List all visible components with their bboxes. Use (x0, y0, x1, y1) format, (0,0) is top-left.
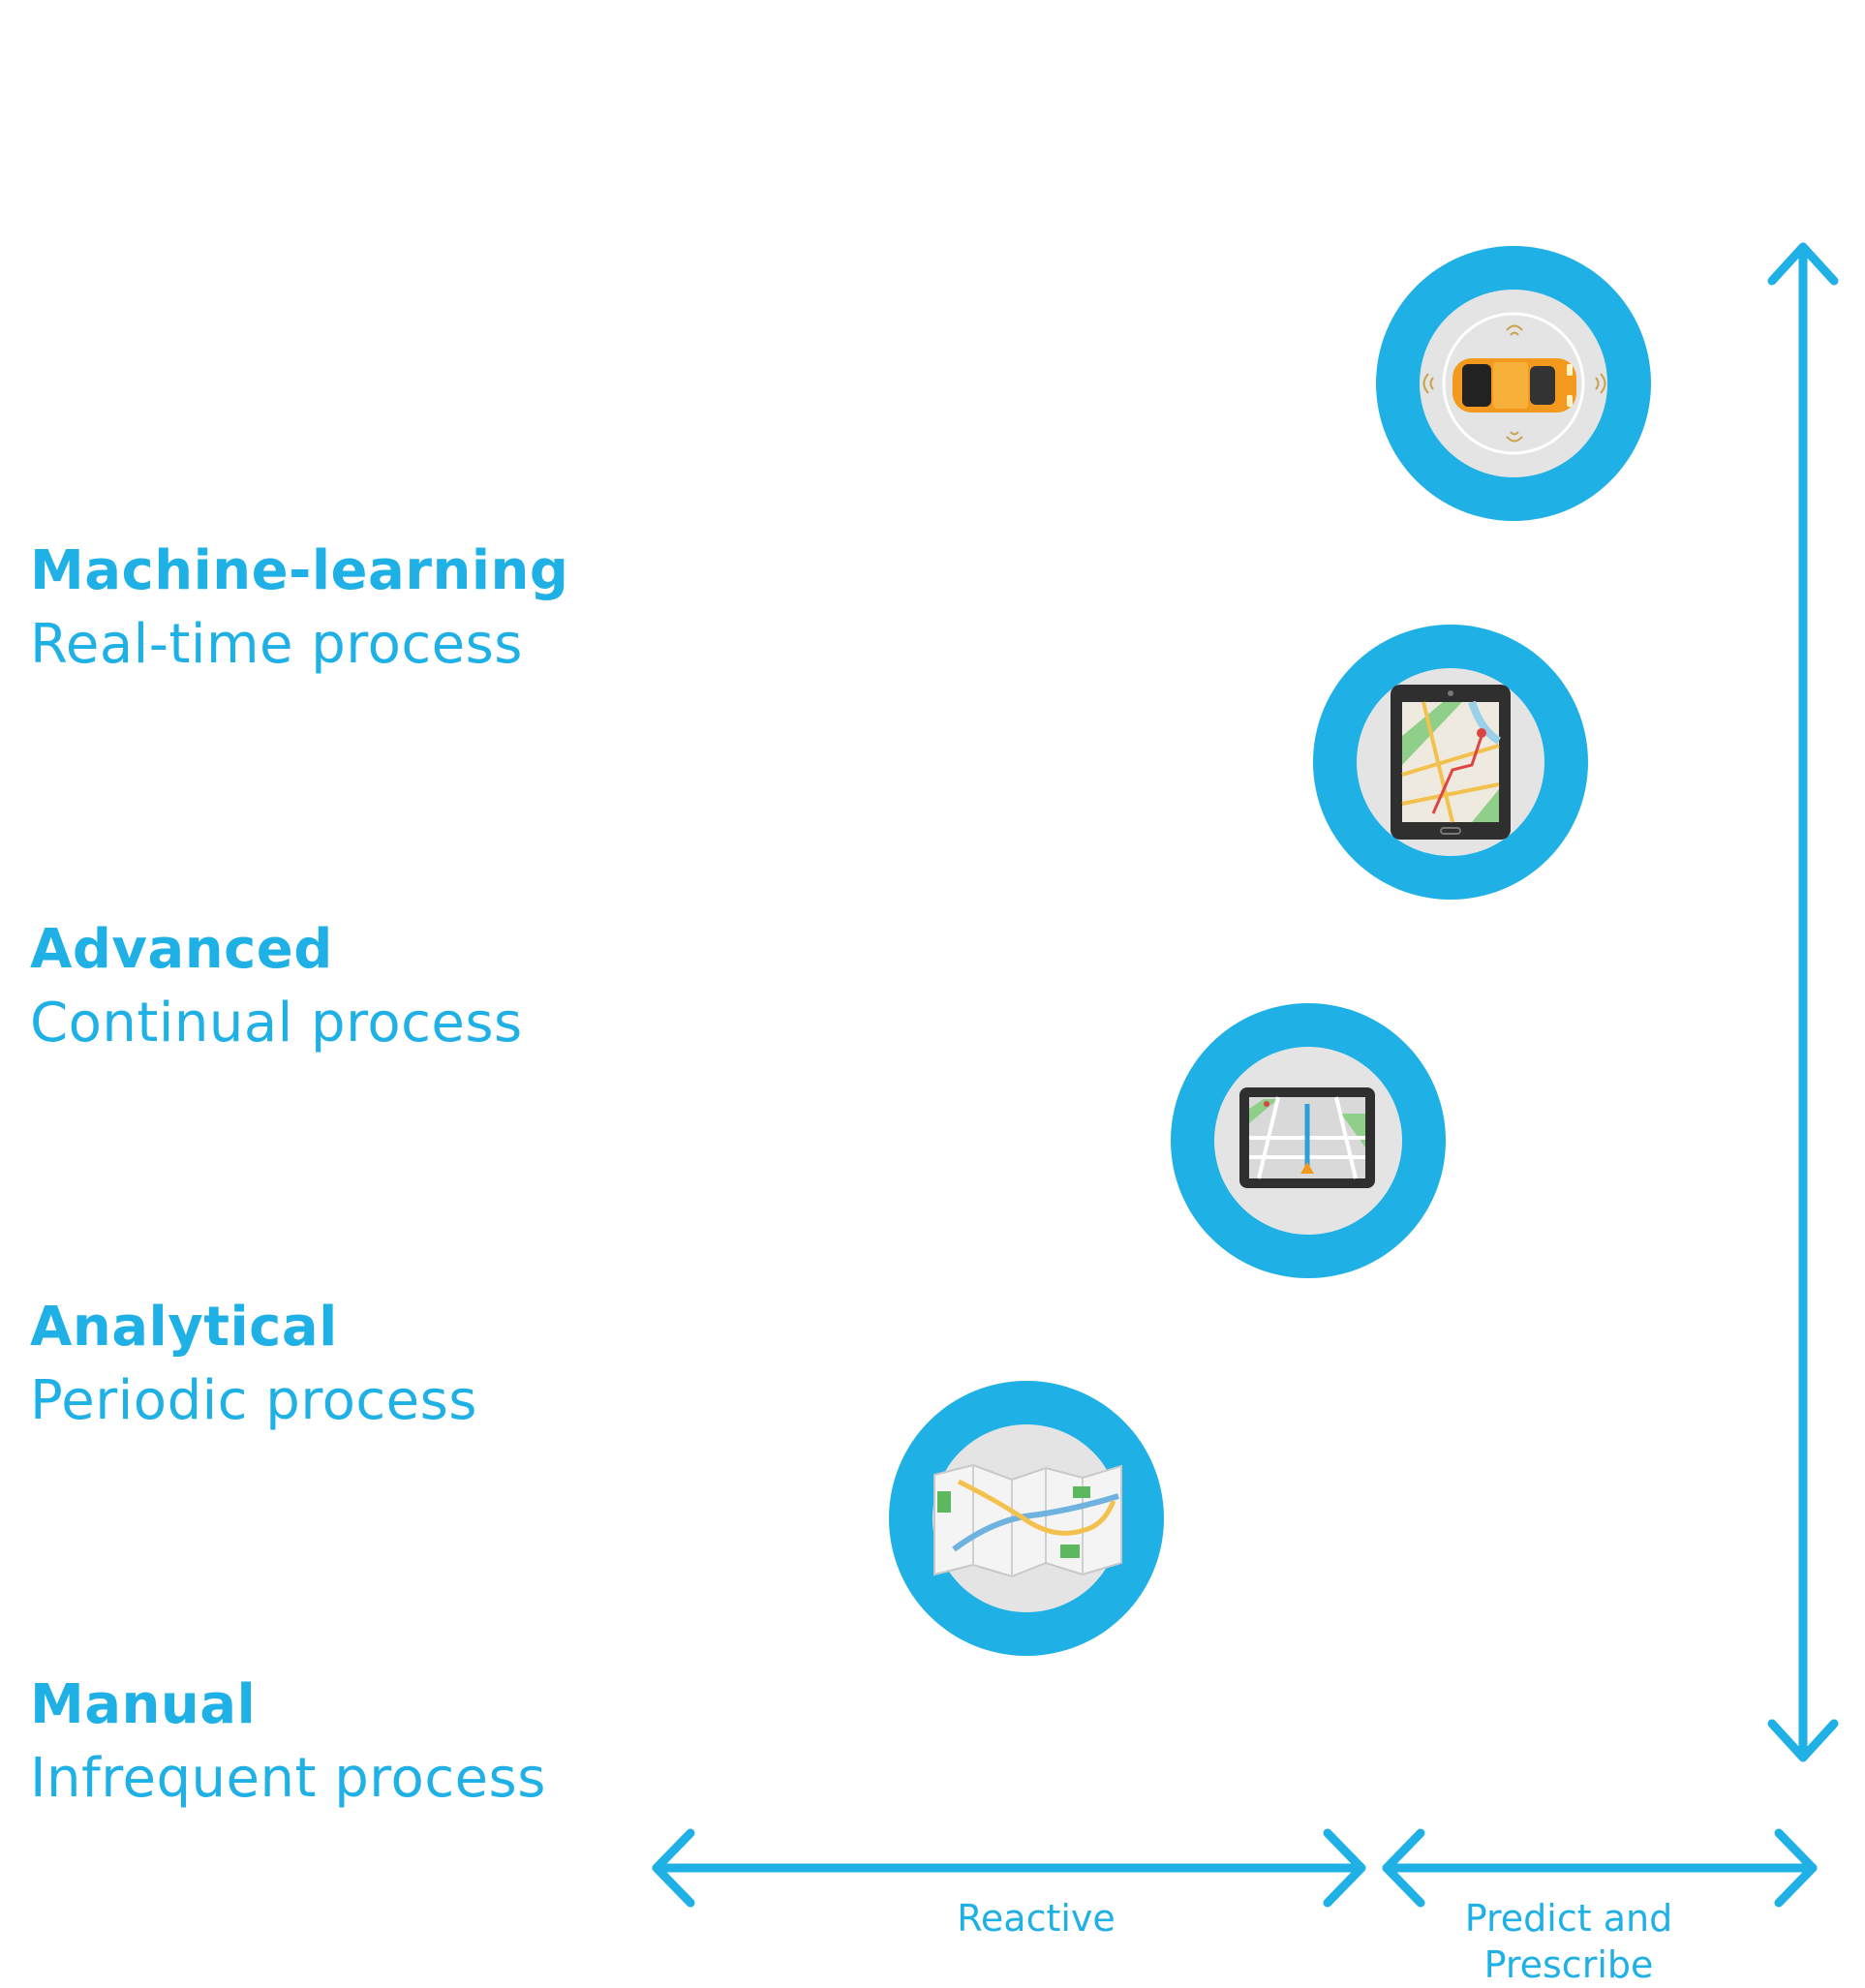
paper-map-icon (933, 1463, 1122, 1578)
predict-axis-arrow (1382, 1828, 1818, 1908)
level-name: Analytical (30, 1296, 338, 1359)
vertical-axis-arrow (1767, 242, 1839, 1762)
reactive-axis-arrow (652, 1828, 1366, 1908)
level-name: Manual (30, 1673, 257, 1736)
tablet-map-icon (1391, 685, 1511, 840)
level-advanced: Advanced Continual process (30, 923, 523, 1051)
node-advanced (1313, 625, 1588, 900)
node-manual (889, 1381, 1164, 1656)
level-name: Advanced (30, 918, 333, 981)
level-description: Infrequent process (30, 1747, 546, 1810)
x-axis-label-predict-and-prescribe: Predict and Prescribe (1464, 1897, 1673, 1986)
node-analytical (1171, 1003, 1446, 1278)
gps-navigator-icon (1239, 1087, 1375, 1188)
x-axis-label-reactive: Reactive (957, 1897, 1116, 1940)
level-description: Real-time process (30, 613, 523, 676)
level-description: Periodic process (30, 1369, 477, 1432)
level-description: Continual process (30, 992, 523, 1055)
level-machine-learning: Machine-learning Real-time process (30, 544, 568, 672)
node-machine-learning (1376, 246, 1651, 521)
level-manual: Manual Infrequent process (30, 1678, 546, 1806)
level-name: Machine-learning (30, 539, 569, 602)
autonomous-car-icon (1422, 324, 1606, 443)
level-analytical: Analytical Periodic process (30, 1300, 477, 1428)
